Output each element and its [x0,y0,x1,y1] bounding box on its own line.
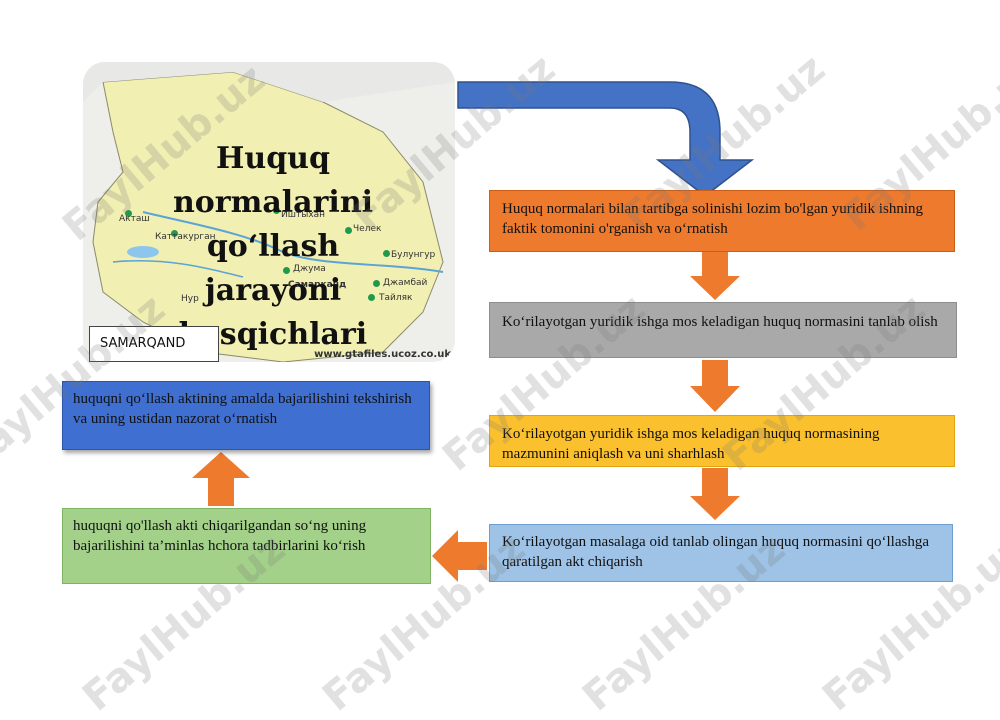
step-box-6: huquqni qo‘llash aktining amalda bajaril… [62,381,430,450]
samarqand-label: SAMARQAND [89,326,219,362]
samarqand-region-map [83,62,455,362]
flow-arrows [192,81,755,582]
step-box-4: Ko‘rilayotgan masalaga oid tanlab olinga… [489,524,953,582]
bent-arrow-blue [457,81,755,197]
step-box-5: huquqni qo'llash akti chiqarilgandan so‘… [62,508,431,584]
step-box-1: Huquq normalari bilan tartibga solinishi… [489,190,955,252]
step-box-3: Ko‘rilayotgan yuridik ishga mos keladiga… [489,415,955,467]
map-source-url: www.gtafiles.ucoz.co.uk [314,349,451,360]
up-arrow-5 [192,452,250,506]
down-arrow-2 [690,360,740,412]
left-arrow-4 [432,530,487,582]
down-arrow-1 [690,252,740,300]
map-image: Акташ Каттакурган Иштыхан Челек Булунгур… [83,62,455,362]
down-arrow-3 [690,468,740,520]
step-box-2: Ko‘rilayotgan yuridik ishga mos keladiga… [489,302,957,358]
